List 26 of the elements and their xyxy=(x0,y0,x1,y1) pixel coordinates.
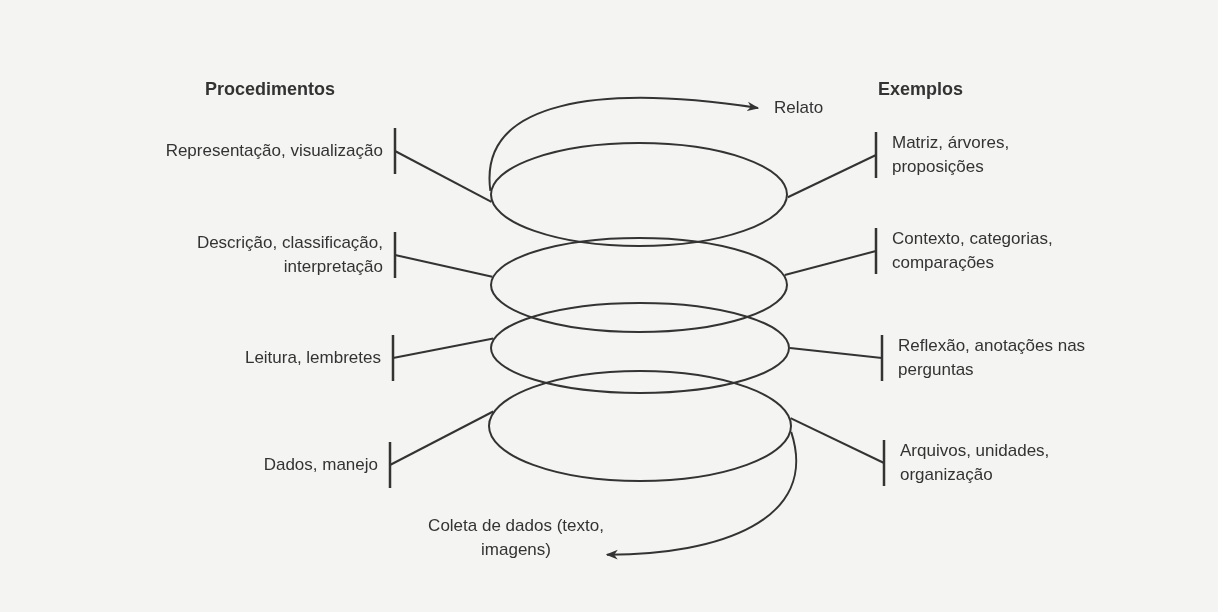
bracket-connector xyxy=(786,130,878,199)
bracket-connector xyxy=(789,417,886,488)
text-label: Arquivos, unidades, organização xyxy=(900,440,1051,486)
text-label: Representação, visualização xyxy=(164,140,383,162)
text-label: Leitura, lembretes xyxy=(243,347,381,369)
text-label: Contexto, categorias, comparações xyxy=(892,228,1054,274)
ellipse-ring xyxy=(490,237,788,333)
curved-arrow xyxy=(489,97,760,192)
text-label: Relato xyxy=(774,97,824,119)
bracket-connector xyxy=(393,230,494,280)
bracket-connector xyxy=(388,410,495,490)
column-heading: Exemplos xyxy=(878,78,964,101)
ellipse-ring xyxy=(490,302,790,394)
text-label: Coleta de dados (texto, imagens) xyxy=(427,515,605,561)
bracket-connector xyxy=(391,333,495,383)
text-label: Reflexão, anotações nas perguntas xyxy=(898,335,1087,381)
bracket-connector xyxy=(393,126,493,203)
column-heading: Procedimentos xyxy=(205,78,336,101)
ellipse-ring xyxy=(488,370,792,482)
ellipse-ring xyxy=(490,142,788,247)
text-label: Matriz, árvores, proposições xyxy=(892,132,1011,178)
bracket-connector xyxy=(783,226,878,276)
curved-arrow xyxy=(605,430,797,560)
text-label: Dados, manejo xyxy=(262,454,378,476)
bracket-connector xyxy=(789,333,884,383)
text-label: Descrição, classificação, interpretação xyxy=(195,232,383,278)
